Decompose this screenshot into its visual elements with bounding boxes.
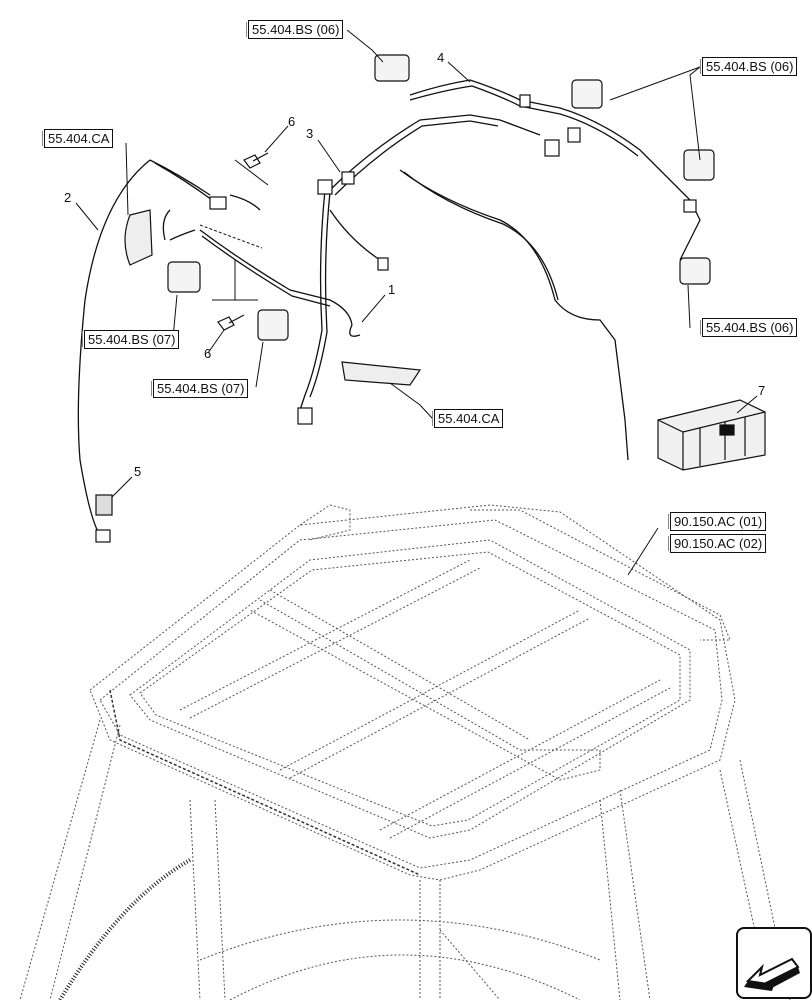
arrow-icon[interactable] — [736, 927, 812, 999]
callout-6a: 6 — [288, 114, 296, 129]
switch-part — [95, 494, 113, 516]
harness-connectors — [95, 94, 697, 543]
callout-5: 5 — [134, 464, 142, 479]
callout-3: 3 — [306, 126, 314, 141]
ref-box-bs07-a[interactable]: 55.404.BS (07) — [84, 330, 180, 349]
ref-box-ac02[interactable]: 90.150.AC (02) — [670, 534, 767, 553]
work-lights — [167, 54, 715, 341]
ref-box-bs06-right[interactable]: 55.404.BS (06) — [702, 318, 798, 337]
kit-crate — [657, 399, 766, 471]
ref-box-bs06-top-left[interactable]: 55.404.BS (06) — [248, 20, 344, 39]
ref-box-bs07-b[interactable]: 55.404.BS (07) — [153, 379, 249, 398]
callout-7: 7 — [758, 383, 766, 398]
callout-1: 1 — [388, 282, 396, 297]
wiring-harnesses — [77, 79, 701, 536]
screws — [217, 152, 269, 331]
cab-edge-strip — [58, 858, 191, 1000]
side-lamp — [124, 209, 153, 266]
cab-roof-frame — [19, 504, 791, 1000]
dome-light — [341, 361, 422, 386]
ref-box-bs06-top-right[interactable]: 55.404.BS (06) — [702, 57, 798, 76]
callout-4: 4 — [437, 50, 445, 65]
ref-box-ca-left[interactable]: 55.404.CA — [44, 129, 114, 148]
callout-leaders — [75, 29, 758, 576]
callout-6b: 6 — [204, 346, 212, 361]
ref-box-ca-mid[interactable]: 55.404.CA — [434, 409, 504, 428]
mounting-lines — [199, 159, 269, 301]
ref-box-ac01[interactable]: 90.150.AC (01) — [670, 512, 767, 531]
roof-front-beam — [109, 689, 421, 876]
callout-2: 2 — [64, 190, 72, 205]
arrow-icon-glyph — [744, 957, 800, 991]
